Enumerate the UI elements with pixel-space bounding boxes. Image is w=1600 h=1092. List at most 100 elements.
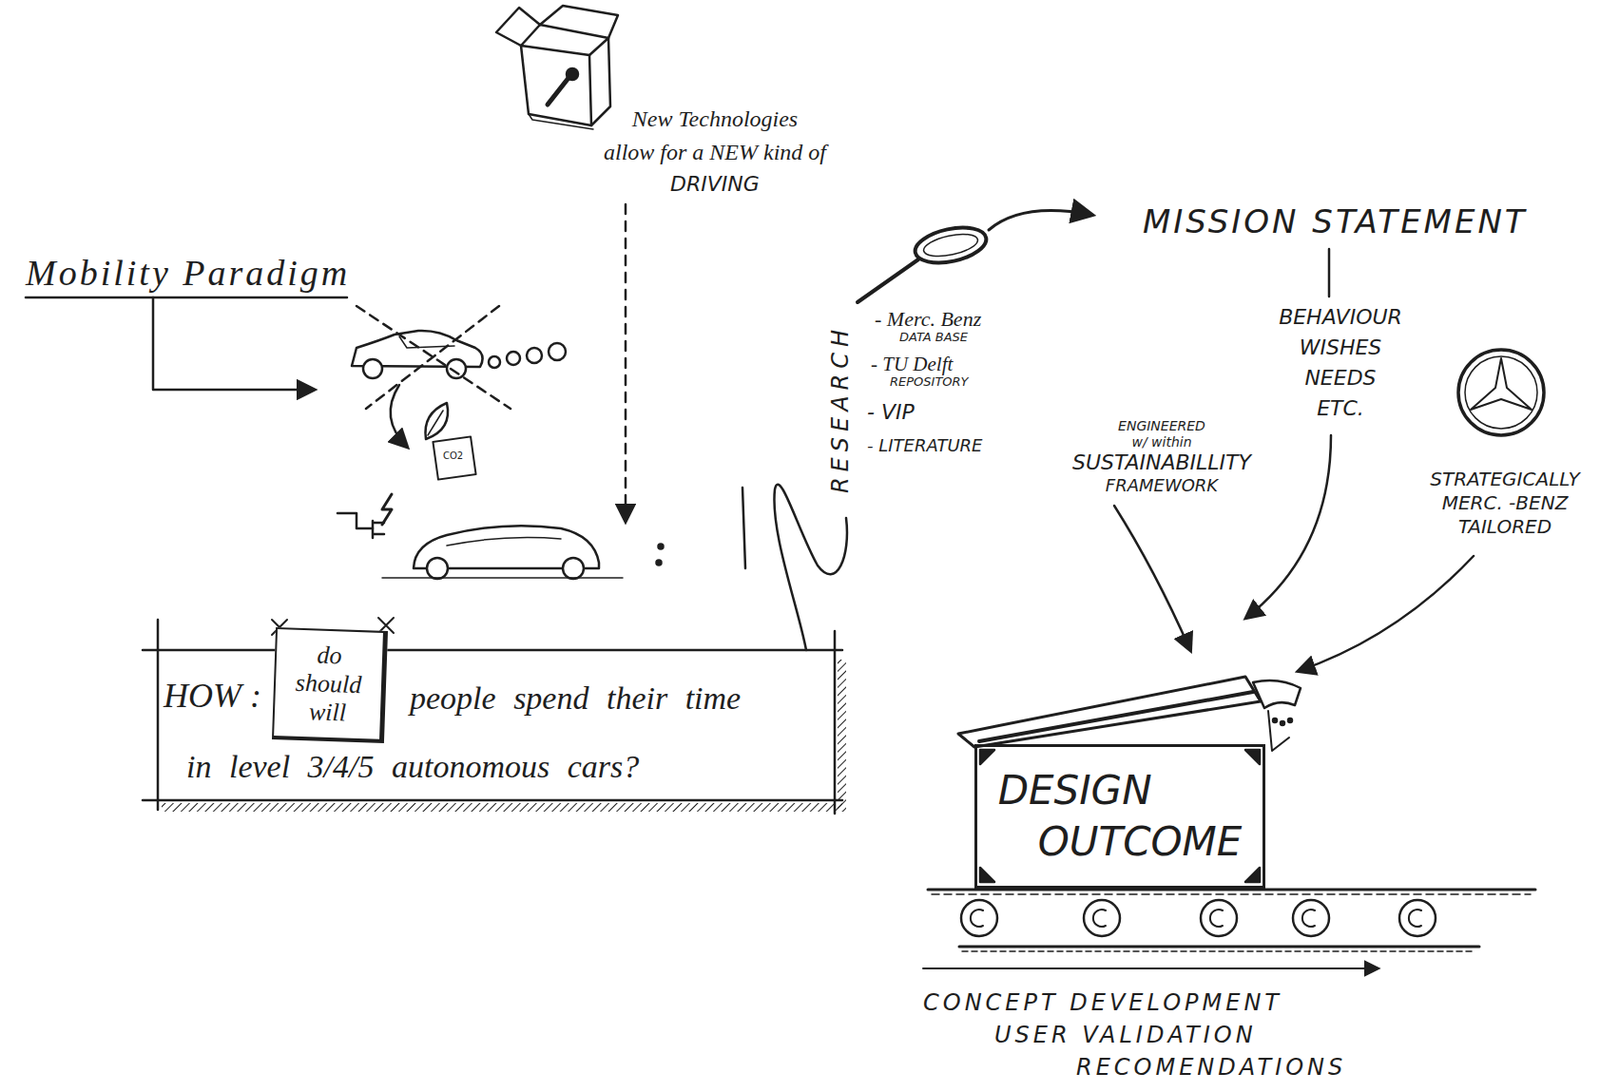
toolbox-icon [589, 38, 611, 126]
text-line: do should will [293, 640, 363, 729]
box-corners [1245, 750, 1260, 765]
combustion-car [363, 359, 383, 379]
toolbox-icon [520, 45, 592, 126]
toolbox-icon [539, 5, 618, 39]
electric-car [446, 538, 561, 546]
combustion-car [506, 351, 521, 366]
input-arrows [1114, 505, 1191, 651]
magnifier-icon [857, 221, 990, 303]
lid-mechanism [1253, 680, 1301, 752]
text-line: RECOMENDATIONS [923, 1051, 1347, 1084]
box-corners [980, 867, 995, 883]
research-squiggle [773, 484, 848, 651]
mission-stem [1328, 249, 1331, 297]
text-line: in level 3/4/5 autonomous cars? [186, 732, 741, 802]
lid-mechanism [1268, 711, 1290, 752]
toolbox-icon [566, 68, 579, 80]
conveyor-belt [931, 893, 1531, 896]
paradigm-pointer [25, 297, 347, 390]
mercedes-logo [1458, 349, 1544, 436]
leaf-icon [424, 403, 448, 440]
text-line: STRATEGICALLY [1429, 467, 1581, 492]
brand-note: STRATEGICALLY MERC. -BENZ TAILORED [1429, 467, 1581, 540]
source-item: - Merc. Benz DATA BASE [874, 308, 982, 346]
question-box: HOW :people spend their time in level 3/… [157, 650, 835, 810]
text-line: FRAMEWORK [1072, 475, 1252, 497]
paradigm-pointer [153, 297, 314, 390]
text-line: TAILORED [1429, 515, 1581, 540]
electric-plug [337, 494, 392, 539]
question-text: people spend their time in level 3/4/5 a… [186, 664, 741, 802]
mission-aspects: BEHAVIOUR WISHES NEEDS ETC. [1278, 302, 1403, 425]
mission-heading: MISSION STATEMENT [1142, 201, 1528, 243]
input-arrows [1298, 556, 1474, 672]
question-frame [837, 659, 847, 812]
text-line: people spend their time [186, 664, 741, 733]
colon-dots [656, 487, 747, 569]
conveyor-belt [1292, 900, 1330, 937]
box-corners [980, 750, 995, 765]
text-line: - Merc. Benz [874, 308, 982, 331]
text-line: HOW : [163, 674, 262, 718]
text-line: - LITERATURE [867, 435, 983, 458]
cross-out-lines [356, 306, 511, 409]
box-lid [958, 676, 1261, 748]
question-frame [833, 631, 837, 814]
conveyor-belt [962, 950, 1474, 953]
sustainability-note: ENGINEERED w/ within SUSTAINABILLITY FRA… [1072, 418, 1252, 497]
leaf-icon [424, 403, 448, 440]
box-lid [979, 692, 1254, 742]
input-arrows [1246, 435, 1331, 618]
transition-arrow [390, 385, 407, 447]
text-line: DRIVING [603, 169, 827, 200]
technology-note: New Technologies allow for a NEW kind of… [603, 102, 827, 200]
conveyor-belt [1399, 900, 1436, 937]
source-item: - VIP [867, 399, 915, 426]
magnifier-icon [922, 230, 981, 261]
conveyor-belt [961, 900, 998, 937]
text-line: MISSION STATEMENT [1142, 201, 1528, 243]
conveyor-belt [1083, 900, 1120, 937]
research-squiggle [773, 484, 848, 651]
conveyor-belt [970, 909, 984, 927]
mercedes-logo [1458, 349, 1544, 436]
toolbox-icon [528, 114, 594, 130]
electric-car [382, 525, 623, 579]
electric-car [382, 577, 623, 579]
toolbox-icon [520, 24, 609, 46]
combustion-car [488, 356, 501, 368]
paradigm-heading: Mobility Paradigm [25, 250, 350, 297]
text-line: New Technologies [603, 102, 827, 136]
lid-mechanism [1253, 680, 1301, 709]
mercedes-logo [1470, 358, 1532, 410]
text-line: SUSTAINABILLITY [1072, 450, 1252, 476]
box-corners [980, 750, 1260, 883]
conveyor-belt [1093, 909, 1106, 927]
combustion-car [526, 347, 542, 364]
text-line: w/ within [1072, 434, 1252, 451]
mercedes-logo [1465, 356, 1538, 429]
question-frame [142, 649, 843, 653]
conveyor-belt [1302, 909, 1315, 927]
text-line: RESEARCH [826, 324, 855, 494]
conveyor-belt [1200, 900, 1237, 937]
mission-stem [1328, 249, 1331, 297]
text-line: - TU Delft [870, 353, 969, 376]
toolbox-icon [547, 77, 569, 105]
research-arrow [988, 211, 1092, 231]
sticky-note: do should will [271, 627, 388, 744]
text-line: ETC. [1278, 393, 1403, 425]
text-line: CONCEPT DEVELOPMENT [923, 986, 1347, 1020]
cross-out-lines [366, 306, 500, 409]
combustion-car [548, 343, 566, 361]
colon-dots [742, 487, 746, 569]
lid-mechanism [1272, 718, 1277, 723]
transition-arrow [390, 385, 407, 447]
electric-car [426, 558, 448, 579]
outcome-title: DESIGN OUTCOME [998, 765, 1243, 868]
question-frame [156, 619, 160, 810]
conveyor-belt [1408, 909, 1422, 927]
design-outcome-box: DESIGN OUTCOME [974, 744, 1266, 889]
